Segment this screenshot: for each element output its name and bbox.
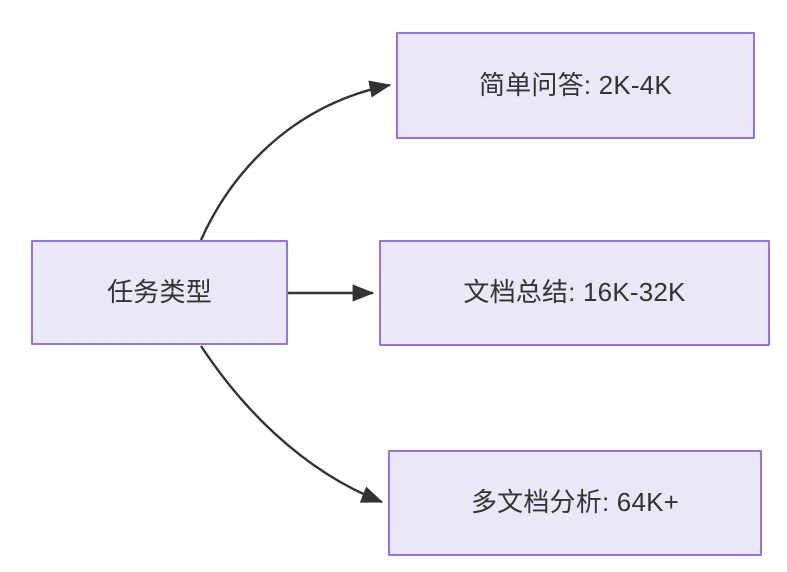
node-multi-document-analysis-label: 多文档分析: 64K+ <box>470 487 680 518</box>
node-task-type[interactable]: 任务类型 <box>31 240 288 345</box>
node-document-summary-label: 文档总结: 16K-32K <box>463 277 686 308</box>
node-multi-document-analysis[interactable]: 多文档分析: 64K+ <box>388 450 762 556</box>
node-task-type-label: 任务类型 <box>107 276 212 307</box>
edge-source-to-simple <box>199 80 392 241</box>
edge-source-to-multidoc <box>199 345 384 504</box>
node-document-summary[interactable]: 文档总结: 16K-32K <box>379 240 770 346</box>
node-simple-qa[interactable]: 简单问答: 2K-4K <box>396 32 755 139</box>
node-simple-qa-label: 简单问答: 2K-4K <box>479 69 672 100</box>
